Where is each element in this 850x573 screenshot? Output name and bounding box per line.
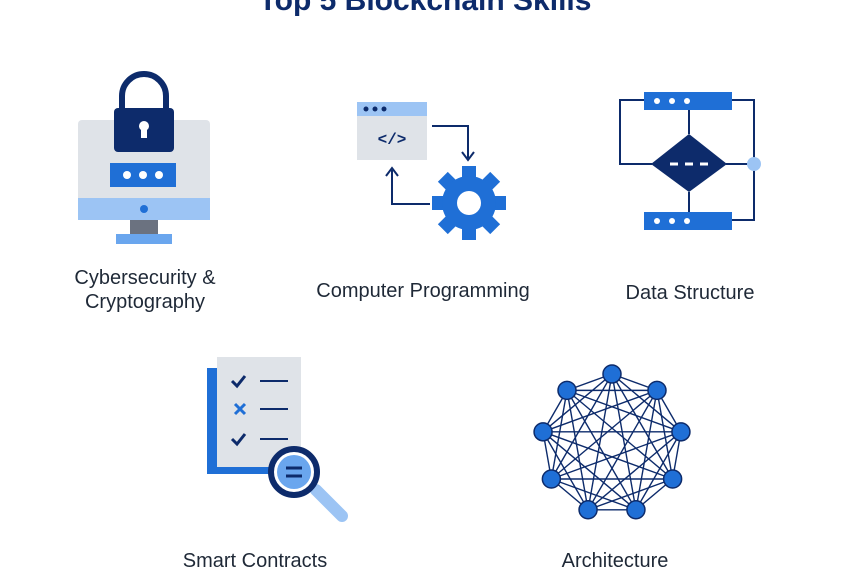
- network-edge: [611, 373, 682, 433]
- network-edge: [611, 373, 674, 480]
- network-edge: [587, 390, 658, 511]
- network-edge: [587, 431, 682, 511]
- network-node: [602, 364, 622, 384]
- flowchart-icon: [619, 92, 761, 230]
- network-node: [662, 469, 683, 489]
- svg-text:</>: </>: [378, 131, 407, 149]
- network-edge: [542, 431, 637, 511]
- network-node: [533, 422, 553, 442]
- network-node: [671, 422, 691, 442]
- checklist-magnifier-icon: [207, 357, 348, 522]
- skill-label: Data Structure: [625, 282, 755, 304]
- network-edge: [542, 389, 658, 433]
- network-node: [647, 380, 667, 401]
- network-edge: [550, 373, 613, 480]
- network-edge: [635, 431, 682, 511]
- network-edge: [542, 373, 613, 433]
- network-edge: [542, 431, 673, 480]
- network-edge: [566, 389, 674, 480]
- page-title: Top 5 Blockchain Skills: [258, 0, 592, 17]
- network-edge: [587, 478, 673, 511]
- network-node: [578, 500, 598, 520]
- network-node: [557, 380, 577, 401]
- network-edge: [587, 373, 613, 510]
- skill-label: Computer Programming: [316, 280, 530, 302]
- network-edge: [611, 373, 637, 510]
- network-edge: [550, 389, 658, 480]
- network-node: [541, 469, 562, 489]
- lock-computer-icon: [78, 71, 210, 244]
- network-edge: [542, 431, 589, 511]
- network-edge: [566, 390, 589, 510]
- network-edge: [656, 390, 674, 480]
- code-gear-icon: </>: [357, 102, 506, 240]
- network-edge: [550, 390, 568, 480]
- skill-label-line1: Cybersecurity &: [74, 267, 216, 289]
- network-node: [626, 500, 646, 520]
- skill-label-line2: Cryptography: [84, 291, 206, 313]
- network-edge: [635, 390, 658, 510]
- skill-label: Architecture: [561, 550, 669, 572]
- network-edge: [566, 389, 682, 433]
- skill-label: Cybersecurity & Cryptography: [40, 266, 250, 314]
- network-edge: [551, 478, 637, 511]
- network-edge: [566, 390, 637, 511]
- network-edge: [551, 431, 682, 480]
- network-graph-icon: [533, 364, 691, 520]
